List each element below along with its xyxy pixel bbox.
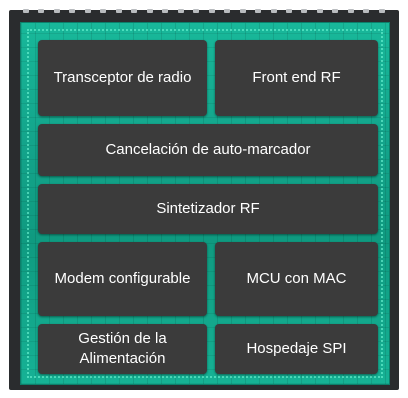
block-modem-label: Modem configurable (54, 270, 191, 287)
block-cancelacion-label: Cancelación de auto-marcador (105, 141, 311, 158)
block-front-end-rf: Front end RF (215, 40, 378, 116)
block-transceptor: Transceptor de radio (38, 40, 207, 116)
block-cancelacion: Cancelación de auto-marcador (38, 124, 378, 176)
block-hospedaje-spi: Hospedaje SPI (215, 324, 378, 374)
block-gestion-alimentacion-label: Gestión de la Alimentación (78, 330, 167, 367)
block-hospedaje-spi-label: Hospedaje SPI (246, 340, 347, 357)
block-front-end-rf-label: Front end RF (252, 69, 341, 86)
block-sintetizador-rf-label: Sintetizador RF (156, 200, 260, 217)
block-modem: Modem configurable (38, 242, 207, 316)
block-sintetizador-rf: Sintetizador RF (38, 184, 378, 234)
block-gestion-alimentacion: Gestión de la Alimentación (38, 324, 207, 374)
block-mcu-mac: MCU con MAC (215, 242, 378, 316)
block-transceptor-label: Transceptor de radio (53, 69, 192, 86)
block-mcu-mac-label: MCU con MAC (246, 270, 347, 287)
chip-pins (23, 9, 385, 13)
